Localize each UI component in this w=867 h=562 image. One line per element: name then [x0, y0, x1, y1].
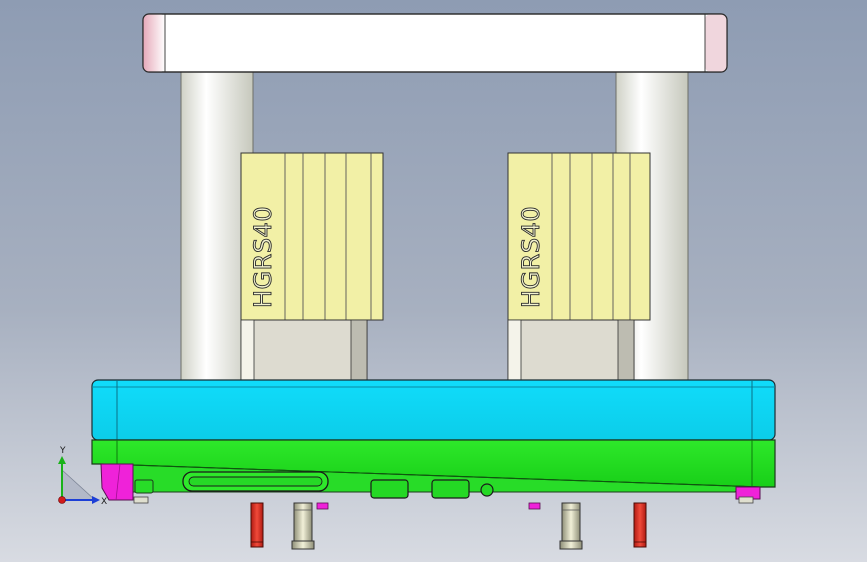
cylinder-left: HGRS40 — [240, 152, 384, 321]
upper-plate — [91, 379, 776, 441]
pink-wedge-left — [100, 463, 134, 501]
metal-pin-left — [291, 502, 315, 550]
hole-round — [480, 483, 494, 497]
pocket-right — [431, 479, 470, 499]
cylinder-right-base — [507, 319, 635, 381]
x-axis-label: X — [101, 497, 107, 507]
red-pin-right — [633, 502, 647, 548]
red-pin-left — [250, 502, 264, 548]
cylinder-right-label: HGRS40 — [517, 206, 545, 308]
origin-icon — [58, 496, 66, 504]
y-axis-label: Y — [59, 446, 66, 456]
top-plate — [142, 13, 728, 73]
metal-pin-right — [559, 502, 583, 550]
slot-long — [182, 471, 329, 492]
cylinder-left-label: HGRS40 — [249, 206, 277, 308]
axis-triad: Y X — [58, 446, 107, 507]
pocket-left — [370, 479, 409, 499]
pink-tab-1 — [316, 502, 329, 510]
pink-tab-2 — [528, 502, 541, 510]
cylinder-left-base — [240, 319, 368, 381]
foot-left — [133, 496, 149, 504]
cylinder-right: HGRS40 — [507, 152, 651, 321]
foot-right — [738, 496, 754, 504]
